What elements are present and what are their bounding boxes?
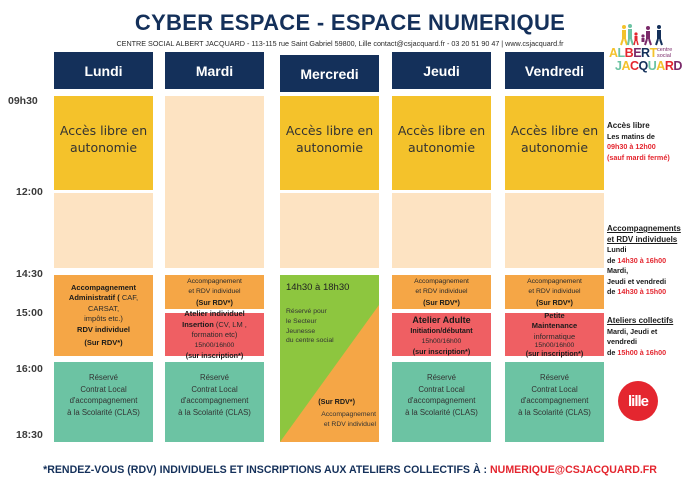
page-title: CYBER ESPACE - ESPACE NUMERIQUE bbox=[134, 10, 566, 35]
slot-mercredi-closed bbox=[280, 193, 379, 268]
day-header-lundi: Lundi bbox=[54, 52, 153, 89]
slot-jeudi-closed bbox=[392, 193, 491, 268]
slot-vendredi-atelier: Petite Maintenance informatique 15h00/16… bbox=[505, 311, 604, 358]
slot-mercredi-acces-libre: Accès libre en autonomie bbox=[280, 96, 379, 190]
logo-name-albert: ALBERT bbox=[609, 46, 657, 60]
logo-centre-social: centre social bbox=[657, 47, 673, 59]
day-header-jeudi: Jeudi bbox=[392, 52, 491, 89]
diagonal-split-background bbox=[280, 275, 379, 442]
slot-jeudi-clas: Réservé Contrat Local d'accompagnement à… bbox=[392, 362, 491, 442]
albert-jacquard-logo: ALBERT centre social JACQUARD bbox=[607, 22, 682, 74]
time-1430: 14:30 bbox=[16, 268, 43, 280]
slot-jeudi-atelier: Atelier Adulte Initiation/débutant 15h00… bbox=[392, 313, 491, 356]
contact-email[interactable]: NUMERIQUE@CSJACQUARD.FR bbox=[490, 464, 657, 476]
slot-mercredi-jeunesse-accompagnement: 14h30 à 18h30 Réservé pour le Secteur Je… bbox=[280, 275, 379, 442]
footer-note: *RENDEZ-VOUS (RDV) INDIVIDUELS ET INSCRI… bbox=[43, 464, 657, 476]
slot-vendredi-acces-libre: Accès libre en autonomie bbox=[505, 96, 604, 190]
lille-city-logo: lille bbox=[618, 381, 658, 421]
slot-vendredi-accompagnement: Accompagnement et RDV individuel (Sur RD… bbox=[505, 275, 604, 309]
time-1830: 18:30 bbox=[16, 429, 43, 441]
slot-jeudi-accompagnement: Accompagnement et RDV individuel (Sur RD… bbox=[392, 275, 491, 309]
legend-accompagnements: Accompagnements et RDV individuels Lundi… bbox=[607, 224, 681, 296]
day-header-vendredi: Vendredi bbox=[505, 52, 604, 89]
contact-subtitle: CENTRE SOCIAL ALBERT JACQUARD - 113-115 … bbox=[116, 39, 564, 48]
day-header-mardi: Mardi bbox=[165, 52, 264, 89]
slot-vendredi-closed bbox=[505, 193, 604, 268]
time-0930: 09h30 bbox=[8, 95, 38, 107]
legend-ateliers-collectifs: Ateliers collectifs Mardi, Jeudi et vend… bbox=[607, 316, 674, 357]
slot-jeudi-acces-libre: Accès libre en autonomie bbox=[392, 96, 491, 190]
legend-acces-libre: Accès libre Les matins de 09h30 à 12h00 … bbox=[607, 121, 670, 162]
time-1200: 12:00 bbox=[16, 186, 43, 198]
logo-name-jacquard: JACQUARD bbox=[615, 59, 682, 73]
slot-mardi-clas: Réservé Contrat Local d'accompagnement à… bbox=[165, 362, 264, 442]
time-1500: 15:00 bbox=[16, 307, 43, 319]
slot-vendredi-clas: Réservé Contrat Local d'accompagnement à… bbox=[505, 362, 604, 442]
slot-mardi-atelier: Atelier individuel Insertion (CV, LM , f… bbox=[165, 309, 264, 360]
family-people-icon bbox=[620, 24, 663, 46]
day-header-mercredi: Mercredi bbox=[280, 55, 379, 92]
slot-lundi-accompagnement: Accompagnement Administratif ( CAF, CARS… bbox=[54, 275, 153, 356]
slot-mardi-accompagnement: Accompagnement et RDV individuel (Sur RD… bbox=[165, 275, 264, 309]
time-1600: 16:00 bbox=[16, 363, 43, 375]
slot-lundi-acces-libre: Accès libre en autonomie bbox=[54, 96, 153, 190]
slot-lundi-clas: Réservé Contrat Local d'accompagnement à… bbox=[54, 362, 153, 442]
slot-mardi-closed bbox=[165, 96, 264, 268]
slot-lundi-closed bbox=[54, 193, 153, 268]
